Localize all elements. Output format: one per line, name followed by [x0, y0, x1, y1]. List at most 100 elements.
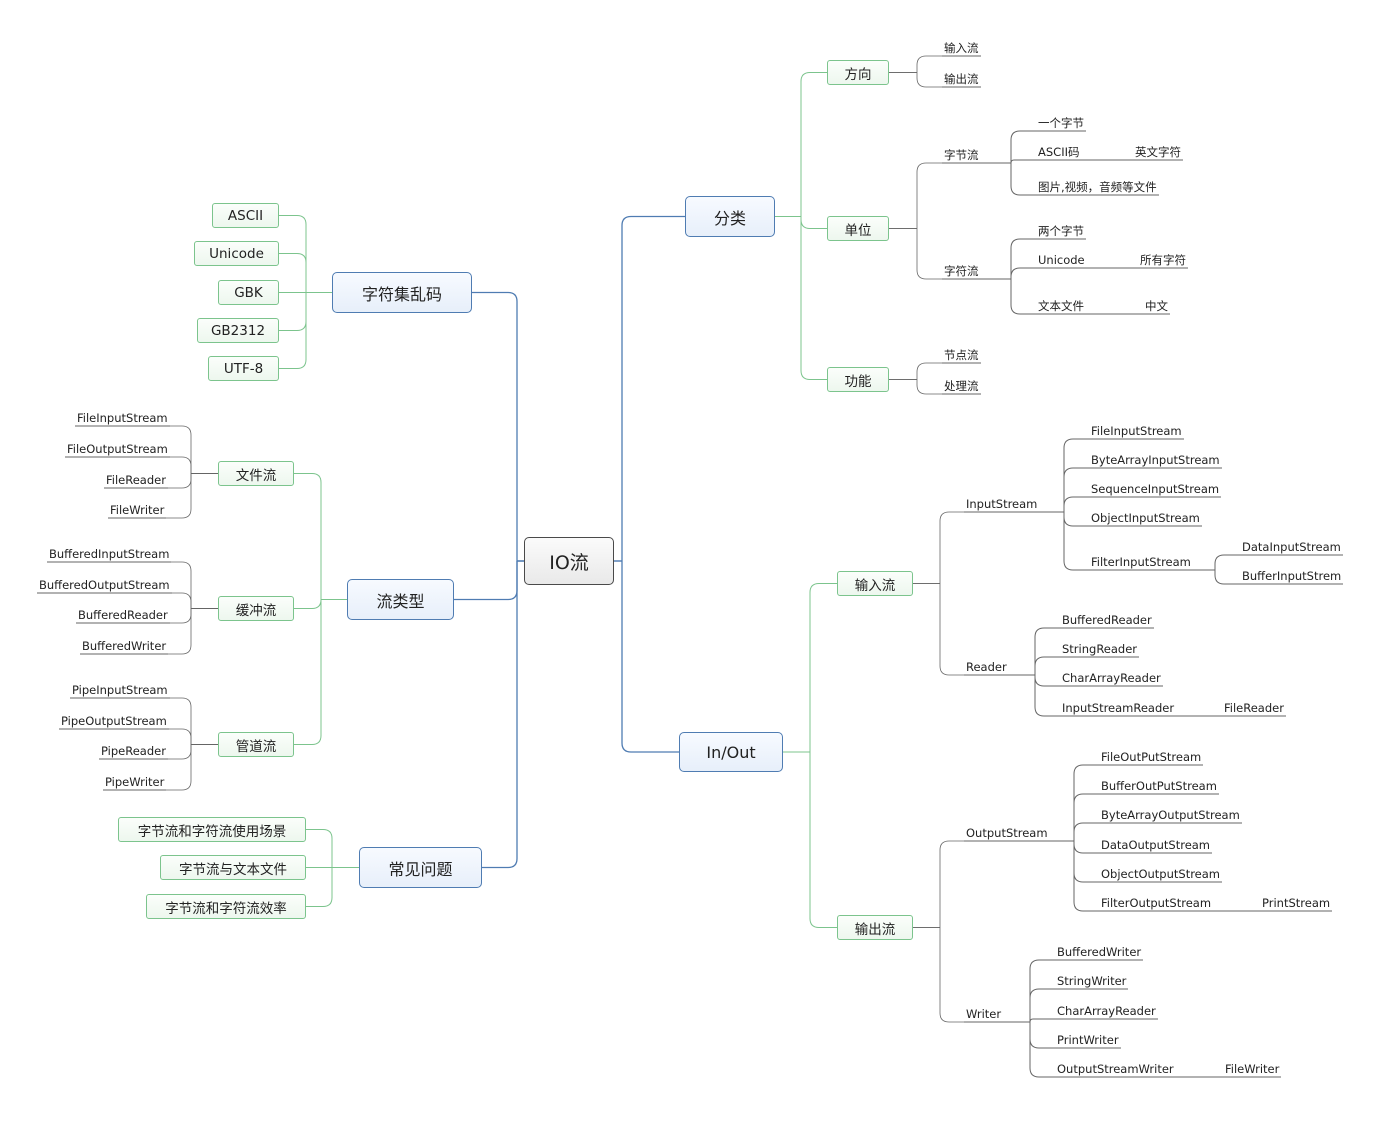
leaf-bufferinputstrem[interactable]: BufferInputStrem — [1242, 569, 1342, 583]
leaf-pipe-pipeinputstream[interactable]: PipeInputStream — [72, 683, 168, 697]
leaf-processing-stream[interactable]: 处理流 — [944, 379, 979, 393]
edge-leaf-node-stream — [889, 362, 942, 380]
leaf-two-bytes[interactable]: 两个字节 — [1038, 224, 1084, 238]
leaf-chinese[interactable]: 中文 — [1145, 299, 1168, 313]
subtopic-faq-usage[interactable]: 字节流和字符流使用场景 — [118, 817, 306, 842]
leaf-reader[interactable]: Reader — [966, 660, 1007, 674]
leaf-stringreader[interactable]: StringReader — [1062, 642, 1138, 656]
leaf-bufferedwriter[interactable]: BufferedWriter — [1057, 945, 1142, 959]
leaf-text-files[interactable]: 文本文件 — [1038, 299, 1084, 313]
leaf-outputstream[interactable]: OutputStream — [966, 826, 1048, 840]
leaf-buf-bufferedoutputstream[interactable]: BufferedOutputStream — [39, 578, 170, 592]
edge-subtopic-input-stream — [783, 583, 837, 753]
leaf-filterinputstream[interactable]: FilterInputStream — [1091, 555, 1191, 569]
edge-leaf-file-fileinputstream — [170, 425, 218, 474]
subtopic-input-stream[interactable]: 输入流 — [837, 571, 913, 596]
leaf-inputstreamreader[interactable]: InputStreamReader — [1062, 701, 1175, 715]
leaf-bytearrayinputstream[interactable]: ByteArrayInputStream — [1091, 453, 1220, 467]
edge-subtopic-output-stream — [783, 751, 837, 928]
leaf-filteroutputstream[interactable]: FilterOutputStream — [1101, 896, 1212, 910]
leaf-bytearrayoutputstream[interactable]: ByteArrayOutputStream — [1101, 808, 1240, 822]
subtopic-file-stream[interactable]: 文件流 — [218, 461, 294, 486]
leaf-stringwriter[interactable]: StringWriter — [1057, 974, 1127, 988]
leaf-file-filewriter[interactable]: FileWriter — [110, 503, 165, 517]
leaf-objectinputstream[interactable]: ObjectInputStream — [1091, 511, 1200, 525]
subtopic-faq-efficiency[interactable]: 字节流和字符流效率 — [146, 894, 306, 919]
subtopic-direction[interactable]: 方向 — [827, 60, 889, 85]
edge-subtopic-utf8 — [279, 292, 332, 369]
leaf-char-stream[interactable]: 字符流 — [944, 264, 979, 278]
edge-leaf-processing-stream — [889, 379, 942, 395]
edge-leaf-writer — [913, 927, 964, 1023]
edge-subtopic-faq-usage — [306, 829, 359, 868]
leaf-file-fileinputstream[interactable]: FileInputStream — [77, 411, 168, 425]
subtopic-output-stream[interactable]: 输出流 — [837, 915, 913, 940]
leaf-chararrayreader[interactable]: CharArrayReader — [1062, 671, 1161, 685]
root-topic-io[interactable]: IO流 — [524, 537, 614, 585]
subtopic-faq-textfile[interactable]: 字节流与文本文件 — [160, 855, 306, 880]
leaf-fileinputstream[interactable]: FileInputStream — [1091, 424, 1182, 438]
leaf-file-fileoutputstream[interactable]: FileOutputStream — [67, 442, 168, 456]
leaf-all-chars[interactable]: 所有字符 — [1140, 253, 1186, 267]
edge-leaf-text-files — [981, 278, 1036, 315]
leaf-fileoutputstream[interactable]: FileOutPutStream — [1101, 750, 1202, 764]
topic-charset[interactable]: 字符集乱码 — [332, 272, 472, 313]
leaf-one-byte[interactable]: 一个字节 — [1038, 116, 1084, 130]
edge-subtopic-unicode — [279, 253, 332, 293]
leaf-sequenceinputstream[interactable]: SequenceInputStream — [1091, 482, 1220, 496]
leaf-media-files[interactable]: 图片,视频，音频等文件 — [1038, 180, 1157, 194]
leaf-pipe-pipewriter[interactable]: PipeWriter — [105, 775, 165, 789]
subtopic-function[interactable]: 功能 — [827, 367, 889, 392]
subtopic-buffer-stream[interactable]: 缓冲流 — [218, 596, 294, 621]
subtopic-pipe-stream[interactable]: 管道流 — [218, 732, 294, 757]
leaf-bufferoutputstream[interactable]: BufferOutPutStream — [1101, 779, 1217, 793]
leaf-objectoutputstream[interactable]: ObjectOutputStream — [1101, 867, 1221, 881]
subtopic-ascii[interactable]: ASCII — [212, 203, 279, 228]
leaf-buf-bufferedreader[interactable]: BufferedReader — [78, 608, 168, 622]
leaf-outputstreamwriter[interactable]: OutputStreamWriter — [1057, 1062, 1174, 1076]
topic-classification[interactable]: 分类 — [685, 196, 775, 237]
leaf-ascii-code[interactable]: ASCII码 — [1038, 145, 1080, 159]
edge-leaf-file-fileoutputstream — [170, 456, 218, 474]
topic-inout[interactable]: In/Out — [679, 732, 783, 772]
leaf-inputstream[interactable]: InputStream — [966, 497, 1038, 511]
leaf-printwriter[interactable]: PrintWriter — [1057, 1033, 1119, 1047]
topic-faq[interactable]: 常见问题 — [359, 847, 482, 888]
subtopic-unit[interactable]: 单位 — [827, 216, 889, 241]
leaf-dataoutputstream[interactable]: DataOutputStream — [1101, 838, 1211, 852]
leaf-writer[interactable]: Writer — [966, 1007, 1002, 1021]
leaf-filewriter-out[interactable]: FileWriter — [1225, 1062, 1280, 1076]
edge-leaf-buf-bufferedwriter — [168, 608, 218, 655]
edge-leaf-buf-bufferedinputstream — [171, 561, 218, 609]
edge-leaf-file-filereader — [168, 473, 218, 489]
leaf-unicode[interactable]: Unicode — [1038, 253, 1085, 267]
leaf-chararrayreader-out[interactable]: CharArrayReader — [1057, 1004, 1156, 1018]
topic-stream-types[interactable]: 流类型 — [347, 579, 454, 620]
leaf-filereader-in[interactable]: FileReader — [1224, 701, 1284, 715]
leaf-output-stream-dir[interactable]: 输出流 — [944, 72, 979, 86]
leaf-pipe-pipeoutputstream[interactable]: PipeOutputStream — [61, 714, 167, 728]
leaf-datainputstream[interactable]: DataInputStream — [1242, 540, 1341, 554]
edge-leaf-pipe-pipereader — [168, 744, 218, 760]
leaf-buf-bufferedinputstream[interactable]: BufferedInputStream — [49, 547, 170, 561]
leaf-printstream[interactable]: PrintStream — [1262, 896, 1331, 910]
edge-leaf-char-stream — [889, 228, 942, 280]
subtopic-unicode[interactable]: Unicode — [194, 241, 279, 266]
leaf-english-chars[interactable]: 英文字符 — [1135, 145, 1181, 159]
leaf-pipe-pipereader[interactable]: PipeReader — [101, 744, 166, 758]
leaf-node-stream[interactable]: 节点流 — [944, 348, 979, 362]
edge-leaf-file-filewriter — [166, 473, 218, 519]
leaf-buf-bufferedwriter[interactable]: BufferedWriter — [82, 639, 167, 653]
edge-subtopic-pipe-stream — [294, 599, 347, 745]
subtopic-gbk[interactable]: GBK — [218, 280, 279, 305]
subtopic-utf8[interactable]: UTF-8 — [208, 356, 279, 381]
subtopic-gb2312[interactable]: GB2312 — [197, 318, 279, 343]
leaf-file-filereader[interactable]: FileReader — [106, 473, 166, 487]
edge-leaf-buf-bufferedoutputstream — [172, 592, 218, 609]
leaf-bufferedreader[interactable]: BufferedReader — [1062, 613, 1152, 627]
edge-leaf-filterinputstream — [1039, 511, 1089, 571]
leaf-byte-stream[interactable]: 字节流 — [944, 148, 979, 162]
leaf-input-stream-dir[interactable]: 输入流 — [944, 41, 979, 55]
